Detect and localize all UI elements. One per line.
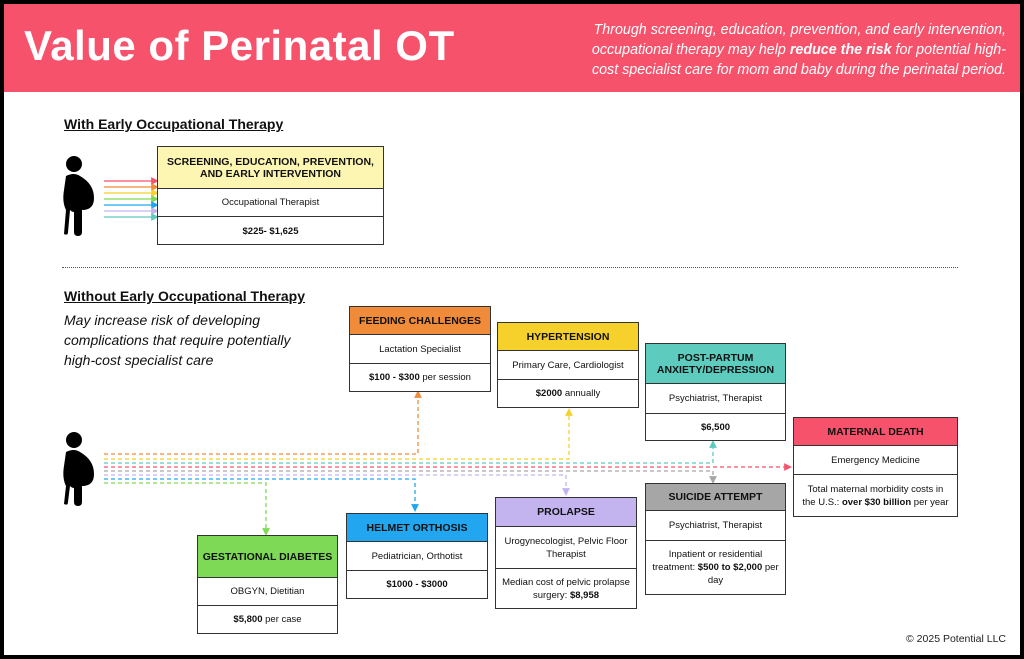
box-cost: $6,500: [700, 421, 731, 433]
box-title: Gestational Diabetes: [198, 536, 337, 578]
box-provider: Primary Care, Cardiologist: [498, 351, 638, 380]
box-provider: Lactation Specialist: [350, 335, 490, 364]
box-cost: Median cost of pelvic prolapse surgery: …: [502, 576, 630, 601]
box-title: Hypertension: [498, 323, 638, 351]
page-title: Value of Perinatal OT: [24, 22, 455, 69]
box-cost: Total maternal morbidity costs in the U.…: [802, 483, 949, 508]
box-provider: Psychiatrist, Therapist: [646, 384, 785, 414]
feeding-challenges-box: Feeding Challenges Lactation Specialist …: [349, 306, 491, 392]
box-cost: $225- $1,625: [242, 225, 299, 237]
ot-intervention-box: Screening, Education, Prevention, and Ea…: [157, 146, 384, 245]
box-cost: $5,800 per case: [233, 614, 302, 625]
suicide-attempt-box: Suicide Attempt Psychiatrist, Therapist …: [645, 483, 786, 595]
box-cost: $100 - $300 per session: [369, 372, 471, 383]
box-provider: Occupational Therapist: [158, 189, 383, 217]
risk-description: May increase risk of developing complica…: [64, 312, 291, 368]
with-ot-heading: With Early Occupational Therapy: [64, 116, 284, 132]
box-provider: Urogynecologist, Pelvic Floor Therapist: [496, 527, 636, 569]
box-cost: $1000 - $3000: [386, 579, 448, 590]
infographic: Value of Perinatal OT Through screening,…: [4, 4, 1020, 655]
box-title: Screening, Education, Prevention, and Ea…: [158, 147, 383, 189]
box-title: Suicide Attempt: [646, 484, 785, 511]
box-title: Feeding Challenges: [350, 307, 490, 335]
box-title: Prolapse: [496, 498, 636, 527]
ot-arrows: [104, 177, 159, 221]
header-tagline: Through screening, education, prevention…: [591, 22, 1006, 78]
box-cost: $2000 annually: [535, 388, 601, 399]
pregnant-person-icon: [63, 432, 94, 506]
box-title: Helmet Orthosis: [347, 514, 487, 542]
postpartum-box: Post-Partum Anxiety/Depression Psychiatr…: [645, 343, 786, 441]
connector-art: [63, 156, 792, 536]
box-title: Post-Partum Anxiety/Depression: [646, 344, 785, 384]
box-title: Maternal Death: [794, 418, 957, 446]
section-divider: [62, 267, 958, 268]
hypertension-box: Hypertension Primary Care, Cardiologist …: [497, 322, 639, 408]
pregnant-person-icon: [63, 156, 94, 236]
box-provider: Emergency Medicine: [794, 446, 957, 475]
maternal-death-box: Maternal Death Emergency Medicine Total …: [793, 417, 958, 517]
header-banner: Value of Perinatal OT Through screening,…: [4, 4, 1020, 92]
gestational-diabetes-box: Gestational Diabetes OBGYN, Dietitian $5…: [197, 535, 338, 634]
box-cost: Inpatient or residential treatment: $500…: [652, 549, 779, 586]
without-ot-heading: Without Early Occupational Therapy: [64, 288, 306, 304]
prolapse-box: Prolapse Urogynecologist, Pelvic Floor T…: [495, 497, 637, 609]
helmet-orthosis-box: Helmet Orthosis Pediatrician, Orthotist …: [346, 513, 488, 599]
copyright: © 2025 Potential LLC: [906, 633, 1006, 645]
risk-arrows: [104, 390, 792, 536]
box-provider: Pediatrician, Orthotist: [347, 542, 487, 571]
box-provider: OBGYN, Dietitian: [198, 578, 337, 606]
box-provider: Psychiatrist, Therapist: [646, 511, 785, 541]
